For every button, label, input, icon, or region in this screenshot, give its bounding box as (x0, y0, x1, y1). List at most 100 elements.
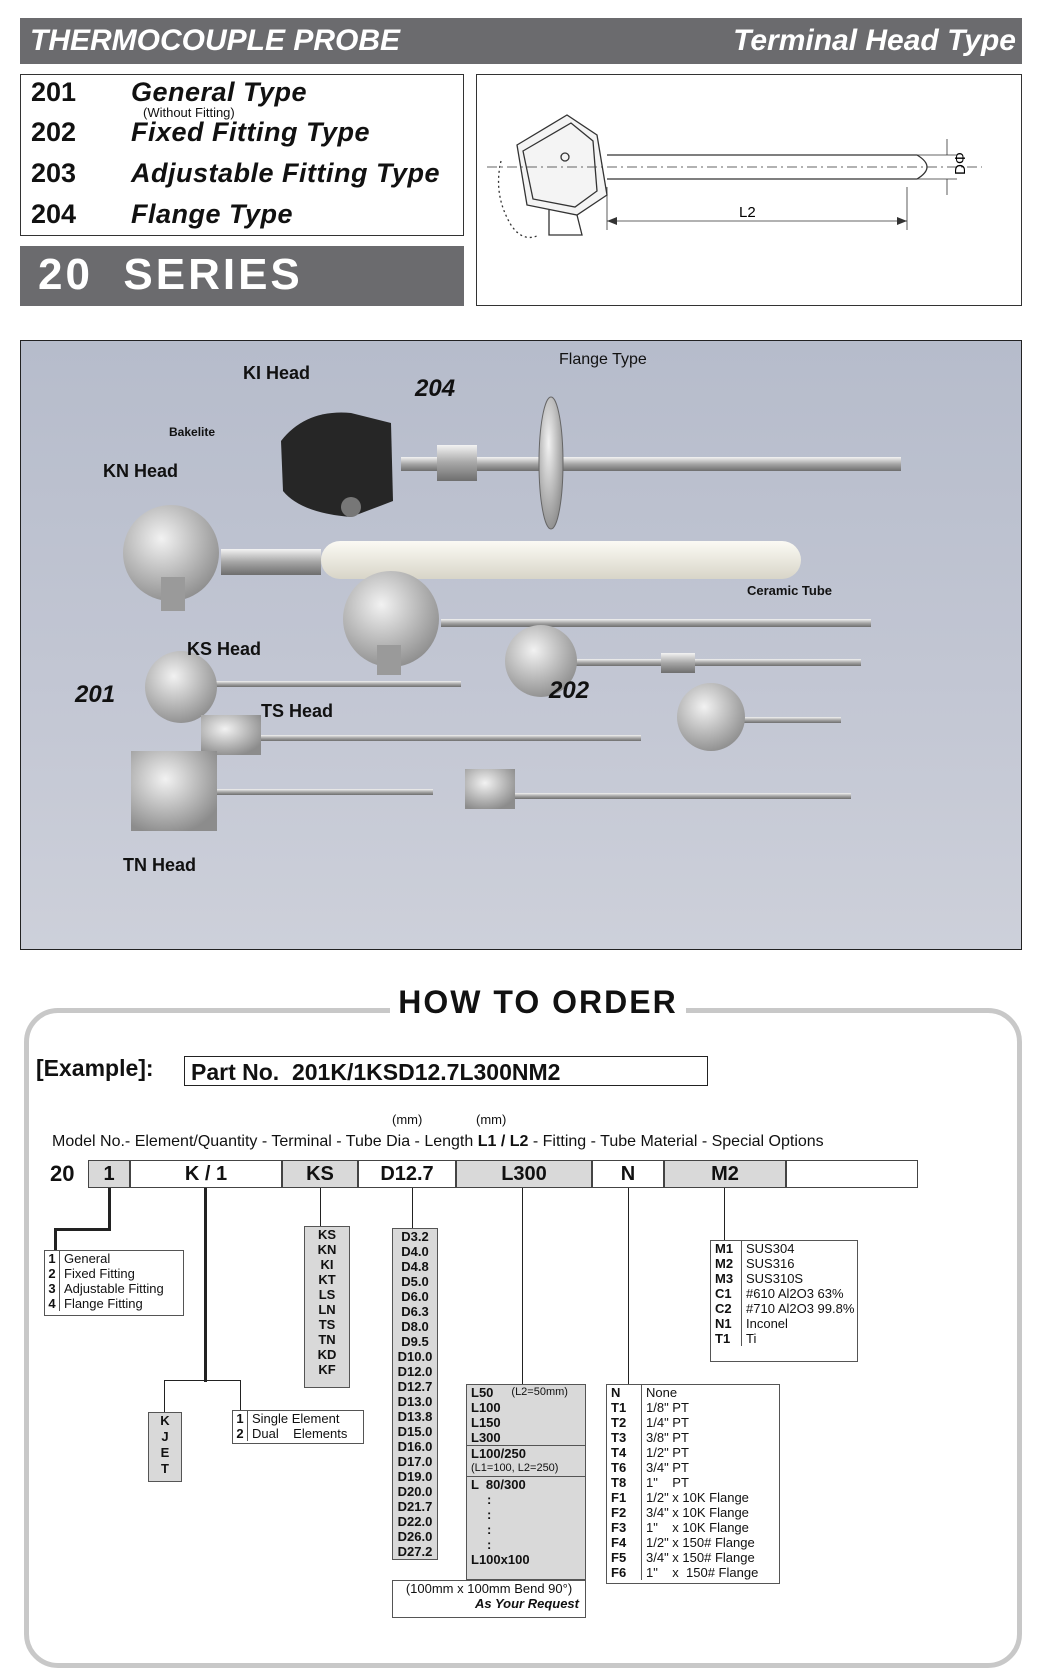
tube-dia-option: D21.7 (397, 1499, 433, 1514)
code-tube-dia: D12.7 (358, 1160, 456, 1188)
model-code: 203 (31, 158, 77, 188)
model-note: (Without Fitting) (143, 105, 235, 120)
label-ts-head: TS Head (261, 701, 334, 721)
element-type: E (160, 1445, 170, 1460)
tube-dia-options: D3.2 D4.0 D4.8 D5.0 D6.0 D6.3 D8.0 D9.5 … (392, 1228, 438, 1560)
tube-dia-option: D5.0 (401, 1274, 429, 1289)
element-type-options: K J E T (148, 1412, 182, 1482)
tube-dia-option: D13.0 (397, 1394, 433, 1409)
label-bakelite: Bakelite (169, 425, 216, 439)
field-tube-dia: - Tube Dia (336, 1133, 411, 1150)
code-length: L300 (456, 1160, 592, 1188)
terminal-option: KD (317, 1347, 337, 1362)
code-model: 1 (88, 1160, 130, 1188)
example-label: [Example]: (36, 1055, 154, 1081)
length-pair-note: (L1=100, L2=250) (471, 1462, 559, 1474)
series-banner: 20 SERIES (20, 246, 464, 306)
how-to-order-title: HOW TO ORDER (390, 984, 686, 1024)
label-ceramic-tube: Ceramic Tube (747, 583, 833, 598)
terminal-option: KF (318, 1362, 336, 1377)
probe-diagram: DΦ L2 (476, 74, 1022, 306)
tube-dia-option: D27.2 (397, 1544, 433, 1559)
length-option: L50(L2=50mm) (471, 1385, 568, 1400)
tube-dia-option: D3.2 (401, 1229, 429, 1244)
length-bend-note: (100mm x 100mm Bend 90°) (405, 1581, 573, 1596)
field-fitting: - Fitting (532, 1133, 587, 1150)
code-tube-material: M2 (664, 1160, 786, 1188)
length-option: L150 (471, 1415, 501, 1430)
tube-dia-option: D19.0 (397, 1469, 433, 1484)
material-option: C2#710 Al2O3 99.8% (711, 1301, 857, 1316)
element-type: J (161, 1429, 169, 1444)
length-unit: (mm) (476, 1112, 507, 1127)
tube-dia-option: D4.0 (401, 1244, 429, 1259)
series-label: 20 SERIES (38, 250, 303, 299)
element-type: K (160, 1413, 170, 1428)
code-element: K / 1 (130, 1160, 282, 1188)
terminal-option: KI (320, 1257, 334, 1272)
field-l1l2: L1 / L2 (477, 1133, 529, 1150)
length-fixed-note: (L2=50mm) (511, 1386, 568, 1398)
field-model: Model No. (52, 1133, 125, 1150)
model-code: 201 (31, 77, 77, 107)
model-name: General Type (131, 77, 308, 107)
field-terminal: - Terminal (261, 1133, 332, 1150)
probe-drawing: DΦ L2 (487, 114, 982, 239)
length-option: L100x100 (471, 1552, 530, 1567)
tube-dia-option: D6.3 (401, 1304, 429, 1319)
probe-illustration (123, 396, 901, 831)
model-list: 201 General Type (Without Fitting) 202 F… (20, 74, 464, 236)
tube-dia-option: D10.0 (397, 1349, 433, 1364)
field-special: - Special Options (701, 1133, 824, 1150)
tube-dia-option: D13.8 (397, 1409, 433, 1424)
length-options: L50(L2=50mm) L100 L150 L300 L100/250 (L1… (466, 1384, 586, 1580)
length-ellipsis: : (487, 1537, 492, 1552)
label-tn-head: TN Head (123, 855, 197, 875)
length-request-note: As Your Request (474, 1596, 579, 1611)
order-fields-header: Model No.- Element/Quantity - Terminal -… (52, 1133, 824, 1151)
code-prefix: 20 (50, 1161, 75, 1186)
length-bend-note-box: (100mm x 100mm Bend 90°) As Your Request (392, 1580, 586, 1618)
code-special (786, 1160, 918, 1188)
material-option: C1#610 Al2O3 63% (711, 1286, 857, 1301)
length-option: L100 (471, 1400, 501, 1415)
length-option: L100/250 (467, 1445, 585, 1461)
product-photo: KI Head 204 Flange Type Bakelite KN Head… (20, 340, 1022, 950)
label-flange-type: Flange Type (559, 351, 647, 368)
tube-dia-option: D8.0 (401, 1319, 429, 1334)
model-code: 204 (31, 199, 77, 229)
diameter-label: DΦ (952, 152, 969, 175)
tube-dia-option: D4.8 (401, 1259, 429, 1274)
terminal-option: KT (318, 1272, 336, 1287)
field-length: - Length (414, 1133, 474, 1150)
tube-dia-option: D12.7 (397, 1379, 433, 1394)
tube-dia-unit: (mm) (392, 1112, 423, 1127)
header-banner: THERMOCOUPLE PROBE Terminal Head Type (20, 18, 1022, 64)
terminal-option: LS (318, 1287, 336, 1302)
terminal-option: KS (317, 1227, 337, 1242)
label-ki-head: KI Head (243, 363, 311, 383)
label-202: 202 (549, 677, 590, 704)
